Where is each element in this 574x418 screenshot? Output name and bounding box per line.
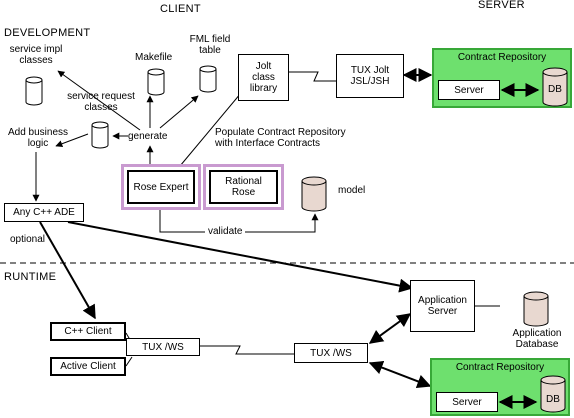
jolt-class-library-box: Jolt class library — [238, 54, 289, 101]
arrow-tux-ws-to-app-server — [368, 313, 412, 344]
repository-bottom-db-label: DB — [546, 394, 560, 405]
application-server-box: Application Server — [410, 280, 475, 332]
label-service-impl: service impl classes — [9, 44, 63, 66]
rational-rose-box: Rational Rose — [209, 170, 278, 204]
arrow-rose-expert-to-jolt — [179, 86, 247, 167]
arrow-ide-to-app-server — [67, 221, 414, 293]
contract-repository-bottom-title: Contract Repository — [455, 362, 545, 373]
contract-repository-top-title: Contract Repository — [457, 52, 547, 63]
service-impl-cylinder — [25, 76, 43, 106]
arrow-generate-to-service-impl — [57, 70, 141, 131]
repository-top-link — [500, 83, 540, 97]
arrow-ide-to-cpp-client — [39, 221, 96, 320]
tux-ws-left-box: TUX /WS — [126, 338, 200, 356]
label-fml: FML field table — [189, 34, 231, 56]
repository-bottom-link — [498, 395, 538, 409]
label-optional: optional — [10, 234, 46, 245]
rose-expert-box: Rose Expert — [127, 170, 195, 204]
link-jolt-to-tux-jolt — [289, 71, 336, 82]
label-generate: generate — [128, 131, 168, 142]
service-request-cylinder — [91, 121, 109, 149]
link-tux-ws — [200, 345, 294, 355]
app-database-cylinder — [523, 291, 549, 327]
active-client-box: Active Client — [50, 357, 126, 376]
label-populate: Populate Contract Repository with Interf… — [215, 127, 346, 149]
label-validate: validate — [205, 226, 246, 237]
cpp-client-box: C++ Client — [50, 322, 126, 341]
tux-jolt-box: TUX Jolt JSL/JSH — [336, 54, 404, 98]
rational-rose-frame: Rational Rose — [203, 164, 284, 210]
makefile-cylinder — [147, 68, 165, 96]
header-client: CLIENT — [160, 3, 201, 15]
arrow-tux-ws-to-bottom-repo — [368, 360, 432, 389]
contract-repository-bottom: Contract Repository Server DB — [430, 358, 570, 416]
label-service-request: service request classes — [67, 91, 135, 113]
label-application-database: Application Database — [512, 328, 562, 350]
model-cylinder — [301, 176, 327, 212]
tux-ws-right-box: TUX /WS — [294, 343, 368, 363]
label-makefile: Makefile — [135, 52, 173, 63]
arrow-service-request-to-logic — [55, 133, 89, 148]
header-development: DEVELOPMENT — [4, 27, 91, 39]
repository-top-db-label: DB — [548, 84, 562, 95]
repository-bottom-db-cylinder — [540, 375, 566, 413]
repository-top-server-box: Server — [438, 80, 500, 100]
label-add-business-logic: Add business logic — [7, 127, 69, 149]
header-runtime: RUNTIME — [4, 271, 57, 283]
link-active-to-tux-ws — [125, 356, 133, 367]
header-server: SERVER — [478, 0, 525, 11]
rose-expert-frame: Rose Expert — [121, 164, 201, 210]
contract-repository-top: Contract Repository Server DB — [432, 48, 572, 108]
repository-top-db-cylinder — [542, 67, 568, 107]
label-model: model — [338, 185, 366, 196]
any-cpp-ade-box: Any C++ ADE — [4, 203, 84, 222]
arrow-generate-to-fml — [159, 95, 199, 129]
repository-bottom-server-box: Server — [436, 392, 498, 412]
fml-cylinder — [199, 65, 217, 93]
